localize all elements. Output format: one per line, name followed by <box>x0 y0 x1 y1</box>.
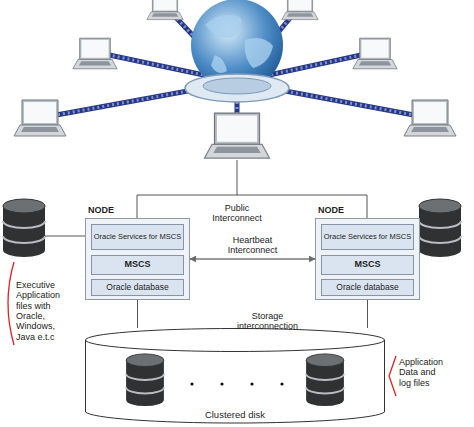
service-box: Oracle Services for MSCS <box>91 224 184 250</box>
node-label: Oracle database <box>106 283 168 292</box>
node-label: Oracle Services for MSCS <box>94 233 182 241</box>
network-hub <box>185 74 289 102</box>
ellipsis-dots <box>190 382 283 385</box>
callout-note: Executive Application files with Oracle,… <box>16 280 72 342</box>
globe-continents <box>205 15 273 73</box>
clustered-disk: Clustered disk <box>85 328 385 425</box>
disk-label: Clustered disk <box>85 410 385 420</box>
storage-link <box>137 300 138 328</box>
database-icons <box>3 199 461 406</box>
cluster-node: NODEOracle Services for MSCSMSCSOracle d… <box>85 218 190 300</box>
callout-bracket <box>389 356 396 396</box>
laptops <box>14 0 456 158</box>
edge-label: Heartbeat Interconnect <box>221 235 285 256</box>
service-box: MSCS <box>321 255 414 275</box>
cluster-node: NODEOracle Services for MSCSMSCSOracle d… <box>315 218 420 300</box>
callout-note: Application Data and log files <box>399 357 447 388</box>
heartbeat-arrow <box>190 258 315 260</box>
node-label: Oracle Services for MSCS <box>324 233 412 241</box>
node-label: MSCS <box>124 260 150 270</box>
cylinder-top <box>86 329 385 352</box>
storage-link <box>367 300 368 328</box>
database-box: Oracle database <box>91 279 184 296</box>
node-label: Oracle database <box>336 283 398 292</box>
service-box: Oracle Services for MSCS <box>321 224 414 250</box>
database-box: Oracle database <box>321 279 414 296</box>
link-label: Public Interconnect <box>202 203 272 224</box>
node-label: MSCS <box>354 260 380 270</box>
node-heading: NODE <box>88 206 114 216</box>
callout-bracket <box>8 262 14 345</box>
service-box: MSCS <box>91 255 184 275</box>
storage-link-wire <box>45 236 85 237</box>
link-label: Storage interconnection <box>230 311 305 332</box>
cylinder-body <box>86 340 385 423</box>
public-interconnect-wires <box>137 160 367 218</box>
node-heading: NODE <box>318 206 344 216</box>
